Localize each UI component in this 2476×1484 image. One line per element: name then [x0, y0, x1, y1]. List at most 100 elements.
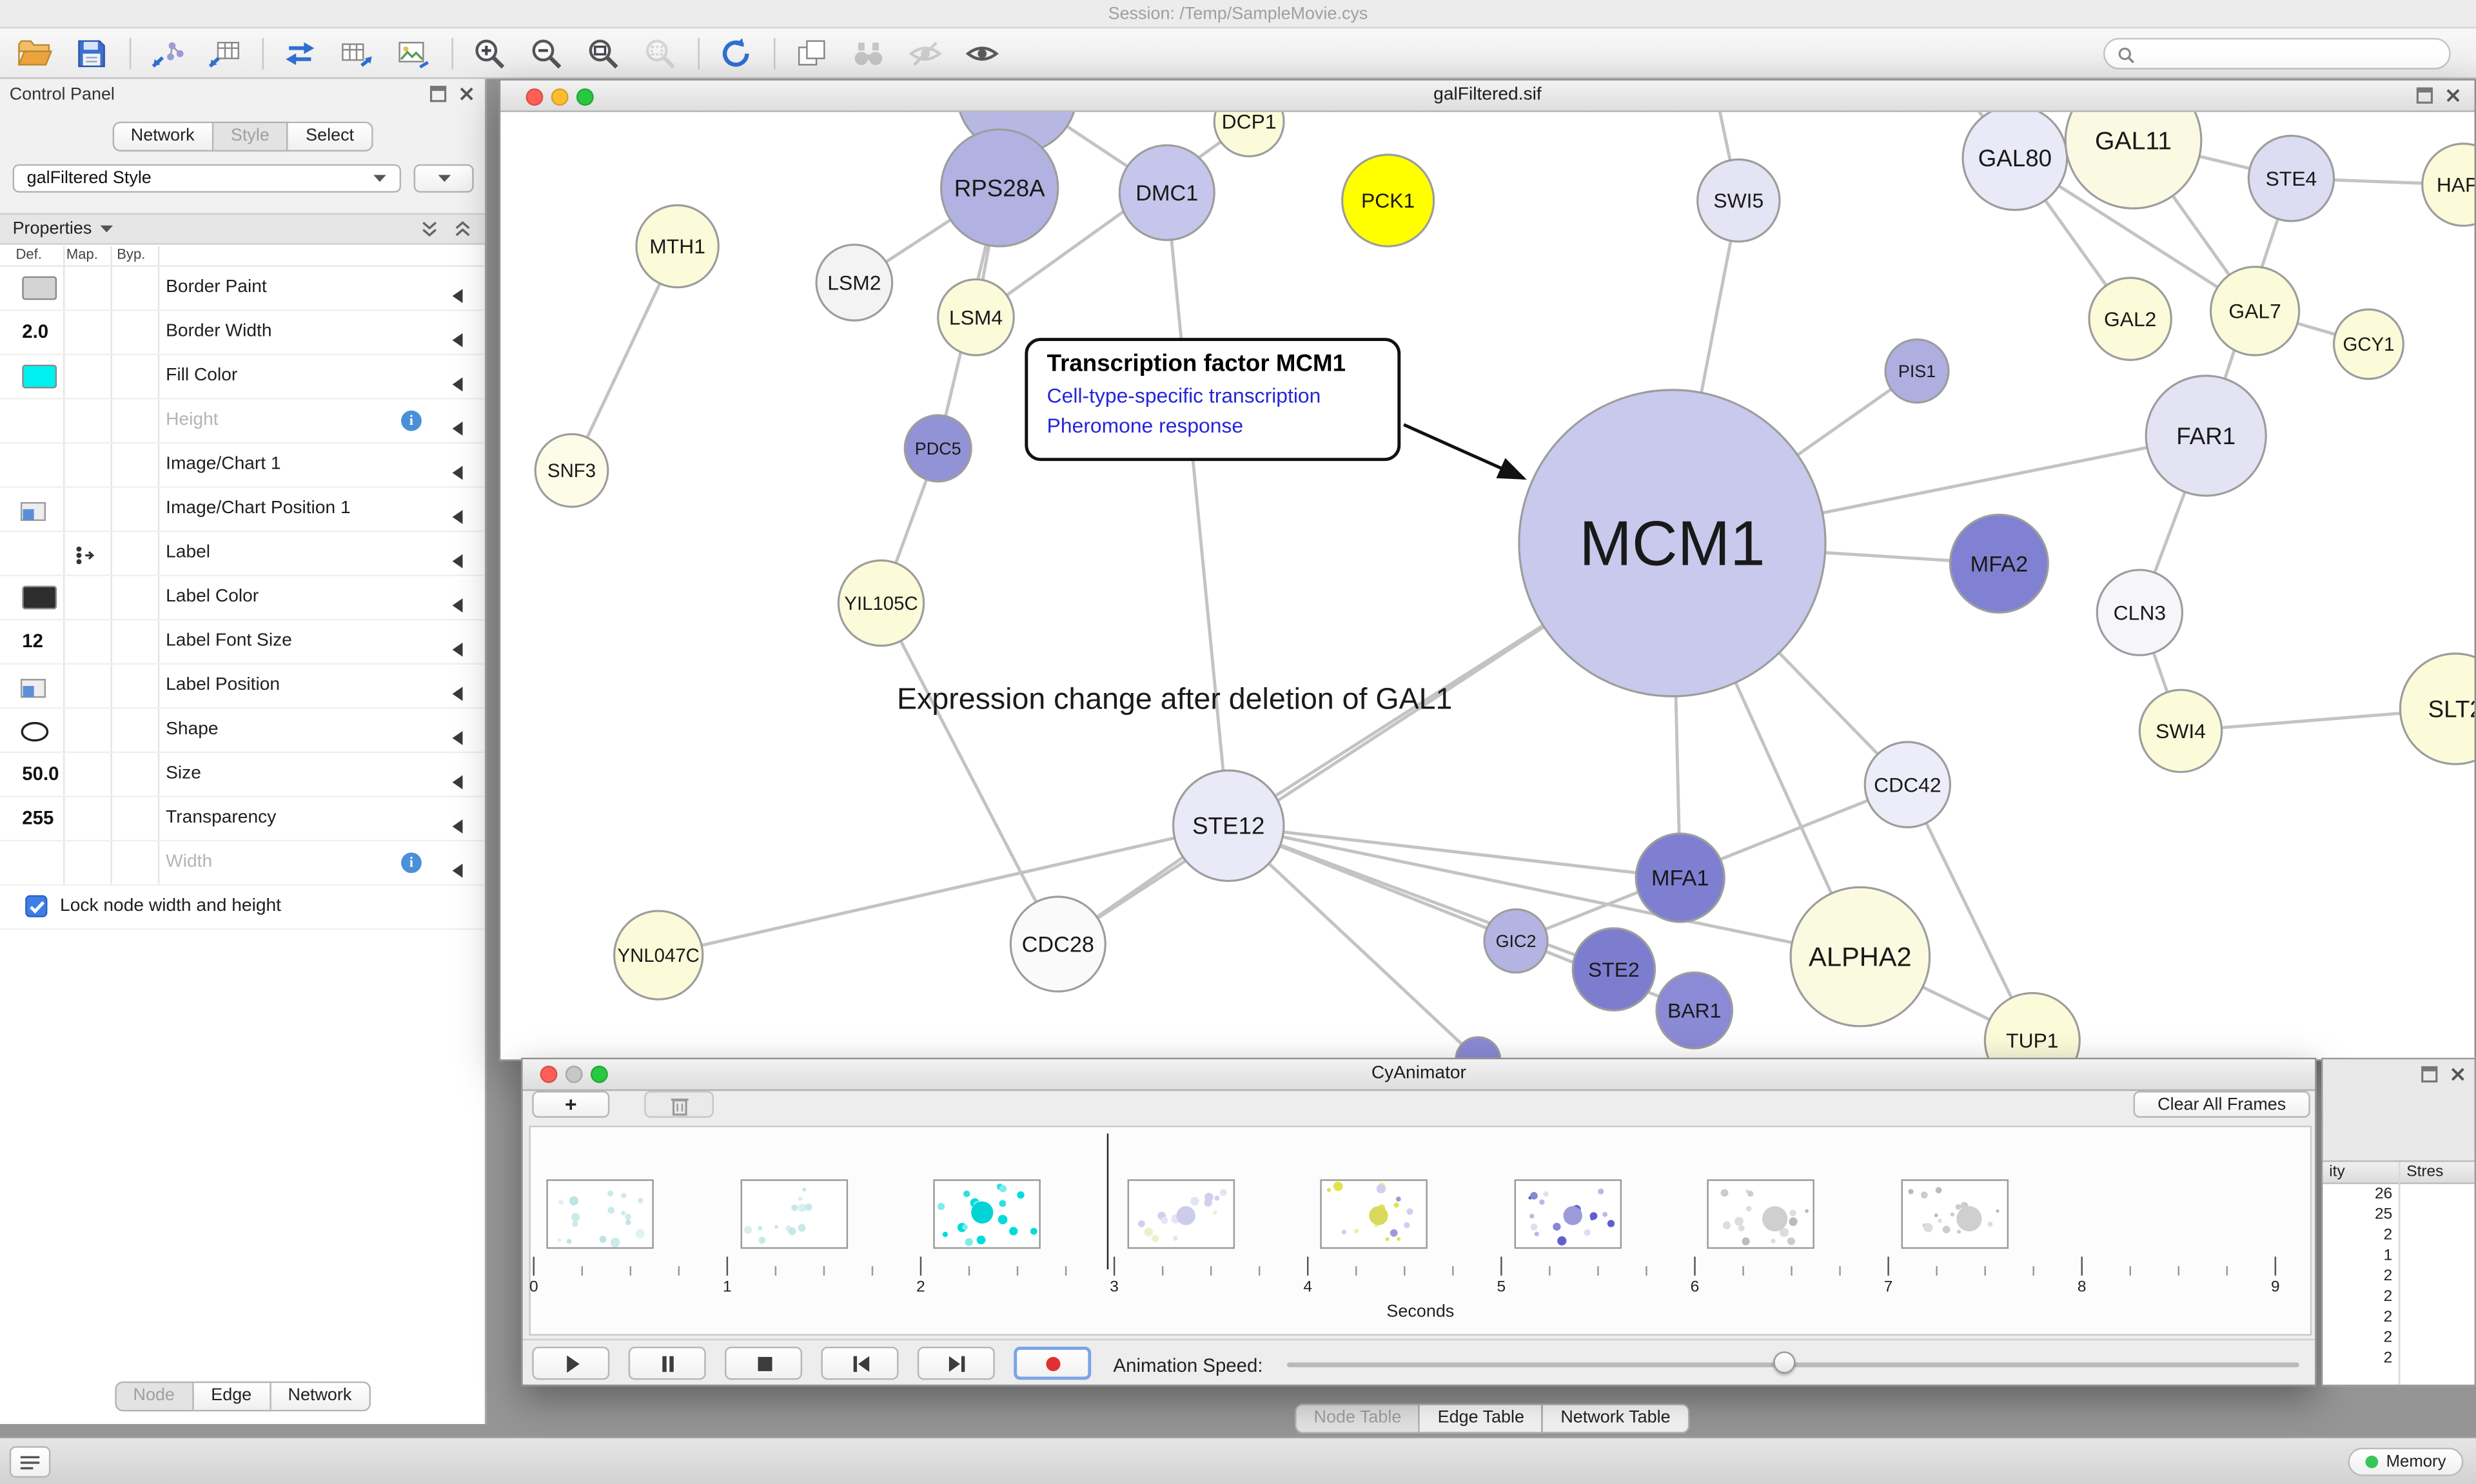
zoom-in-icon[interactable] — [467, 33, 512, 74]
expand-arrow-icon[interactable] — [451, 592, 463, 620]
expand-arrow-icon[interactable] — [451, 725, 463, 753]
table-row[interactable]: 2 — [2323, 1350, 2474, 1371]
network-node-ste4[interactable]: STE4 — [2247, 135, 2335, 222]
command-console-button[interactable] — [9, 1446, 51, 1478]
property-row-shape[interactable]: Shape — [0, 709, 485, 754]
panel-tab-edge[interactable]: Edge — [193, 1381, 271, 1412]
network-edge[interactable] — [658, 824, 1229, 957]
close-panel-icon[interactable] — [2449, 1066, 2466, 1083]
table-row[interactable]: 2 — [2323, 1268, 2474, 1289]
network-node-gal2[interactable]: GAL2 — [2088, 277, 2172, 361]
table-row[interactable]: 2 — [2323, 1288, 2474, 1309]
close-panel-icon[interactable] — [2444, 87, 2462, 104]
frame-thumbnail[interactable] — [1513, 1179, 1622, 1249]
network-node-gal80[interactable]: GAL80 — [1961, 112, 2068, 211]
network-node-dmc1[interactable]: DMC1 — [1118, 144, 1215, 241]
table-row[interactable]: 2 — [2323, 1329, 2474, 1350]
tab-select[interactable]: Select — [288, 121, 373, 152]
expand-arrow-icon[interactable] — [451, 857, 463, 886]
float-panel-icon[interactable] — [429, 85, 447, 103]
memory-button[interactable]: Memory — [2348, 1447, 2464, 1476]
network-node-cdc28[interactable]: CDC28 — [1009, 895, 1106, 993]
snapshot-icon[interactable] — [789, 33, 834, 74]
network-node-dcp1[interactable]: DCP1 — [1213, 112, 1285, 158]
pause-button[interactable] — [628, 1346, 706, 1380]
first-neighbors-icon[interactable] — [847, 33, 891, 74]
zoom-window-button[interactable] — [590, 1064, 608, 1082]
zoom-window-button[interactable] — [576, 87, 594, 105]
network-node-gal11[interactable]: GAL11 — [2064, 112, 2203, 210]
zoom-out-icon[interactable] — [524, 33, 569, 74]
network-node-lsm4[interactable]: LSM4 — [937, 278, 1015, 356]
float-panel-icon[interactable] — [2416, 87, 2433, 104]
export-network-icon[interactable] — [278, 33, 322, 74]
network-node-swi5[interactable]: SWI5 — [1696, 158, 1781, 243]
annotation-arrow[interactable] — [1403, 423, 1527, 480]
table-row[interactable]: 26 — [2323, 1186, 2474, 1206]
expand-arrow-icon[interactable] — [451, 548, 463, 576]
expand-arrow-icon[interactable] — [451, 681, 463, 709]
network-node-mfa2[interactable]: MFA2 — [1949, 513, 2049, 614]
default-value-swatch[interactable] — [22, 364, 57, 389]
frame-thumbnail[interactable] — [1707, 1179, 1815, 1249]
column-header[interactable]: ity — [2329, 1163, 2345, 1181]
cyanimator-titlebar[interactable]: CyAnimator — [522, 1059, 2315, 1091]
import-table-icon[interactable] — [202, 33, 246, 74]
refresh-layout-icon[interactable] — [714, 33, 758, 74]
play-button[interactable] — [532, 1346, 610, 1380]
table-row[interactable]: 2 — [2323, 1227, 2474, 1247]
table-tab-node-table[interactable]: Node Table — [1295, 1403, 1420, 1434]
table-row[interactable]: 25 — [2323, 1206, 2474, 1227]
annotation-box[interactable]: Transcription factor MCM1 Cell-type-spec… — [1025, 338, 1401, 462]
expand-arrow-icon[interactable] — [451, 282, 463, 311]
property-row-label[interactable]: Label — [0, 532, 485, 576]
expand-arrow-icon[interactable] — [451, 327, 463, 355]
table-row[interactable]: 2 — [2323, 1309, 2474, 1329]
import-network-icon[interactable] — [145, 33, 190, 74]
search-input[interactable] — [2143, 44, 2437, 63]
network-edge[interactable] — [975, 120, 1250, 319]
network-edge[interactable] — [1228, 824, 1680, 880]
hide-selected-icon[interactable] — [903, 33, 948, 74]
network-node-ynl047c[interactable]: YNL047C — [613, 910, 704, 1001]
style-selector[interactable]: galFiltered Style — [12, 164, 402, 193]
tab-style[interactable]: Style — [213, 121, 289, 152]
network-node-gcy1[interactable]: GCY1 — [2333, 308, 2404, 380]
network-node-far1[interactable]: FAR1 — [2145, 375, 2267, 497]
network-node-rps28a[interactable]: RPS28A — [940, 128, 1059, 248]
network-node-cln3[interactable]: CLN3 — [2096, 569, 2184, 656]
annotation-link[interactable]: Cell-type-specific transcription — [1046, 384, 1321, 407]
timeline-playhead[interactable] — [1106, 1133, 1109, 1269]
properties-header-bar[interactable]: Properties — [0, 213, 485, 245]
position-icon[interactable] — [20, 678, 46, 706]
network-node-ste12[interactable]: STE12 — [1172, 769, 1285, 883]
window-titlebar[interactable]: Session: /Temp/SampleMovie.cys — [0, 0, 2476, 29]
network-edge[interactable] — [879, 602, 1059, 945]
expand-arrow-icon[interactable] — [451, 813, 463, 841]
close-window-button[interactable] — [540, 1064, 558, 1082]
default-value-swatch[interactable] — [22, 585, 57, 610]
animation-speed-slider-thumb[interactable] — [1773, 1351, 1796, 1374]
table-tab-network-table[interactable]: Network Table — [1543, 1403, 1689, 1434]
skip-to-start-button[interactable] — [821, 1346, 899, 1380]
network-node-gal7[interactable]: GAL7 — [2209, 266, 2301, 356]
network-edge[interactable] — [1228, 824, 1861, 959]
table-row[interactable]: 1 — [2323, 1247, 2474, 1268]
expand-all-icon[interactable] — [453, 219, 472, 238]
network-node-ste2[interactable]: STE2 — [1571, 927, 1656, 1011]
property-row-border-paint[interactable]: Border Paint — [0, 267, 485, 311]
network-edge[interactable] — [1165, 192, 1230, 826]
clear-all-frames-button[interactable]: Clear All Frames — [2133, 1091, 2310, 1118]
save-session-icon[interactable] — [70, 33, 114, 74]
search-box[interactable] — [2103, 37, 2451, 70]
network-node-tup1[interactable]: TUP1 — [1983, 991, 2081, 1060]
default-value[interactable]: 50.0 — [22, 762, 59, 785]
skip-to-end-button[interactable] — [917, 1346, 995, 1380]
float-panel-icon[interactable] — [2421, 1066, 2438, 1083]
stop-button[interactable] — [725, 1346, 803, 1380]
